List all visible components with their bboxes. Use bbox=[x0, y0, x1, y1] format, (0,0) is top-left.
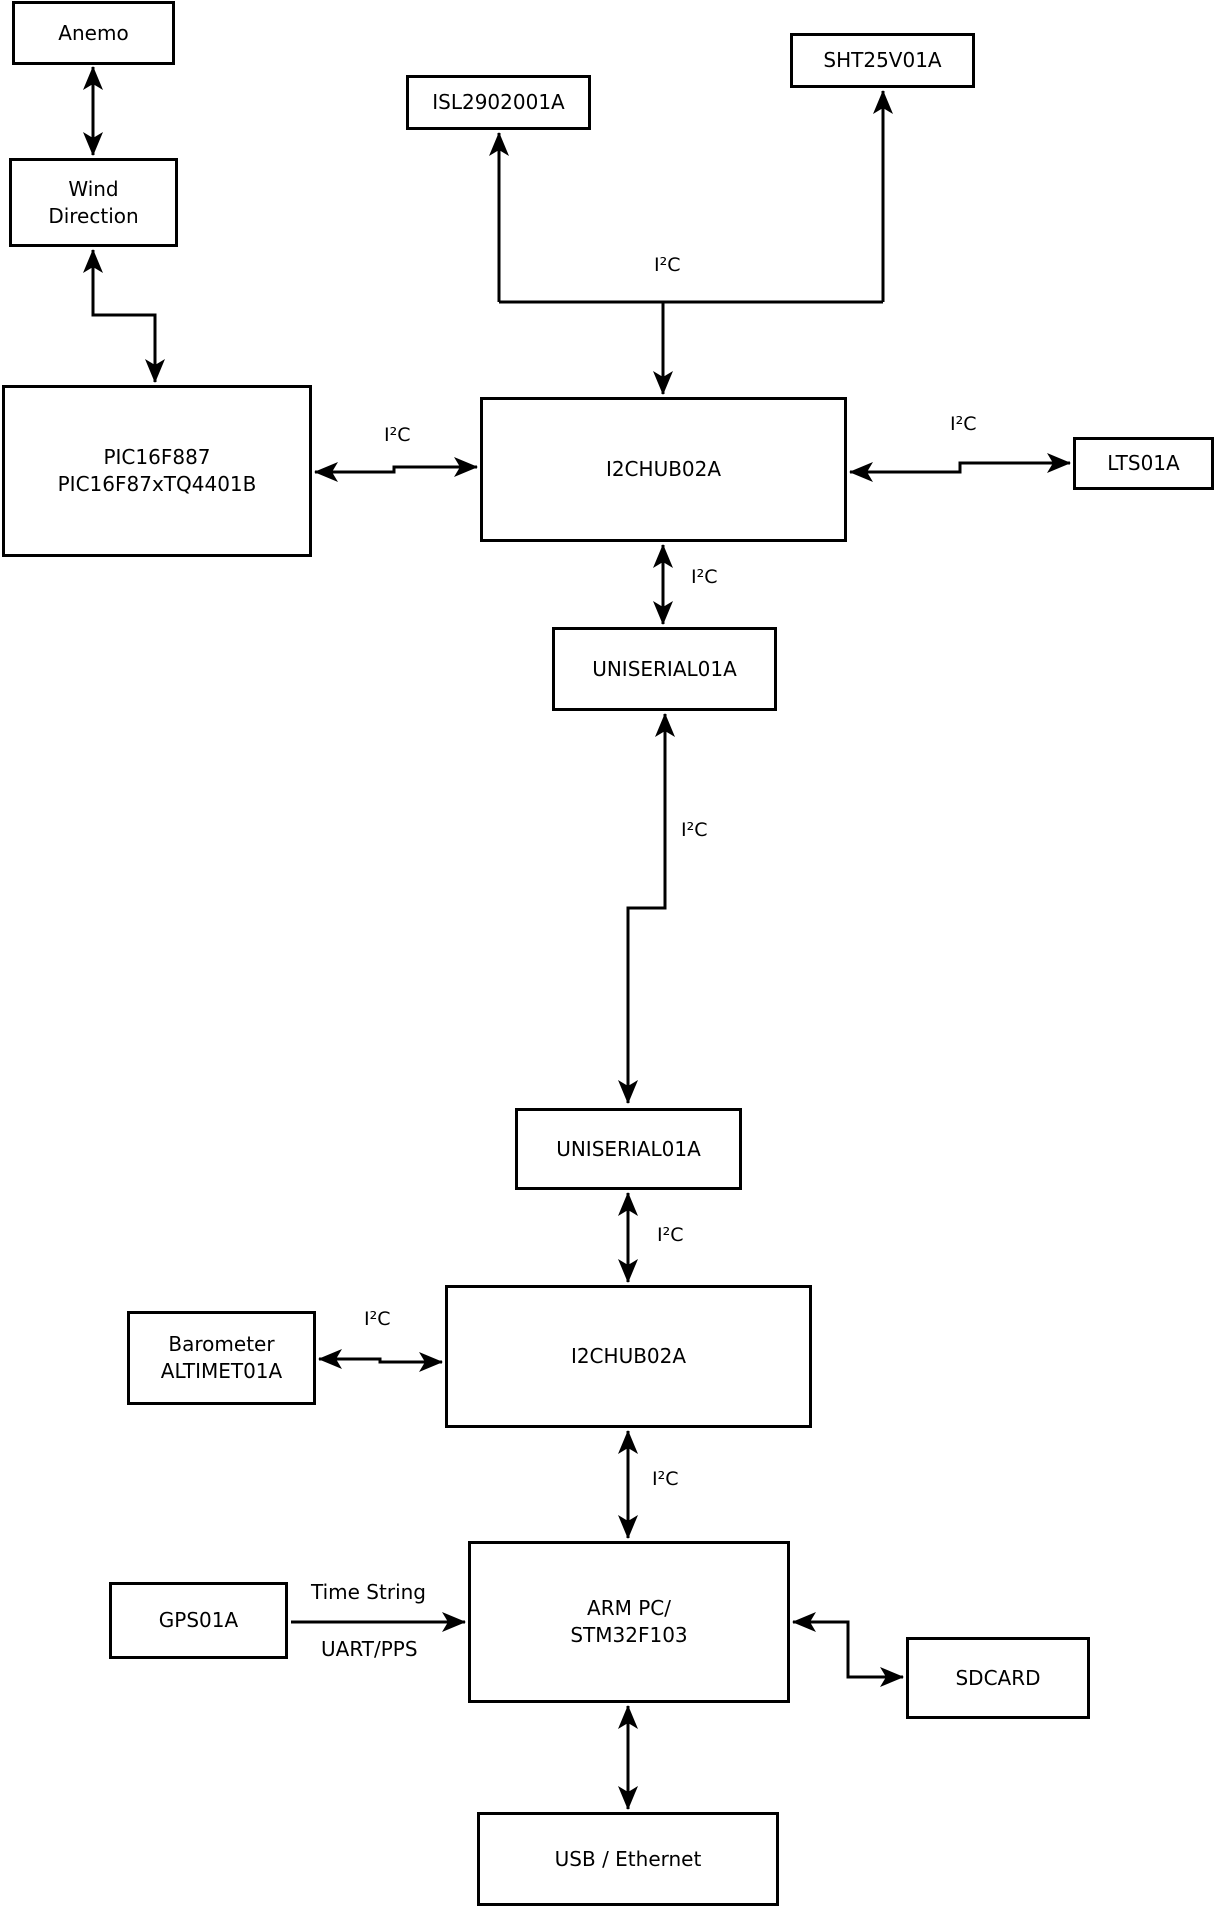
edge-wind-pic bbox=[83, 249, 165, 383]
node-i2chub02a-top-label: I2CHUB02A bbox=[605, 457, 722, 481]
node-barometer-label-line1: Barometer bbox=[168, 1332, 275, 1356]
node-gps01a: GPS01A bbox=[109, 1582, 288, 1659]
node-i2chub02a-bottom: I2CHUB02A bbox=[445, 1285, 812, 1428]
node-lts01a-label: LTS01A bbox=[1107, 451, 1180, 475]
edge-uniserial1-uniserial2 bbox=[618, 713, 675, 1104]
node-sht25v01a-label: SHT25V01A bbox=[823, 48, 942, 72]
edge-pic-hub1 bbox=[314, 457, 478, 482]
edge-barometer-hub2 bbox=[318, 1349, 443, 1372]
node-wind-direction-label-line1: Wind bbox=[68, 176, 119, 201]
node-pic16f887: PIC16F887 PIC16F87xTQ4401B bbox=[2, 385, 312, 557]
node-gps01a-label: GPS01A bbox=[158, 1608, 239, 1632]
node-barometer-label-line2: ALTIMET01A bbox=[160, 1359, 283, 1383]
edge-label-i2c-barometer-hub2: I²C bbox=[364, 1308, 391, 1330]
edge-label-time-string: Time String bbox=[311, 1580, 426, 1604]
node-anemo-label: Anemo bbox=[58, 20, 129, 45]
edge-label-uart-pps: UART/PPS bbox=[321, 1637, 418, 1661]
node-arm-pc-stm32f103: ARM PC/ STM32F103 bbox=[468, 1541, 790, 1703]
node-i2chub02a-bottom-label: I2CHUB02A bbox=[570, 1344, 687, 1368]
node-uniserial01a-top-label: UNISERIAL01A bbox=[592, 656, 737, 681]
edge-label-i2c-hub-uniserial: I²C bbox=[691, 566, 718, 588]
node-arm-label-line1: ARM PC/ bbox=[587, 1596, 671, 1620]
edge-label-i2c-uniserial-link: I²C bbox=[681, 819, 708, 841]
edge-arm-sdcard bbox=[792, 1612, 904, 1687]
edge-label-i2c-hub2-arm: I²C bbox=[652, 1468, 679, 1490]
node-uniserial01a-bottom-label: UNISERIAL01A bbox=[556, 1136, 701, 1161]
edge-hub1-lts bbox=[849, 453, 1071, 482]
node-lts01a: LTS01A bbox=[1073, 437, 1214, 490]
node-sdcard: SDCARD bbox=[906, 1637, 1090, 1719]
node-barometer-altimet01a: Barometer ALTIMET01A bbox=[127, 1311, 316, 1405]
node-pic16f887-label-line2: PIC16F87xTQ4401B bbox=[57, 472, 257, 496]
node-anemo: Anemo bbox=[12, 1, 175, 65]
node-wind-direction-label-line2: Direction bbox=[48, 203, 139, 228]
node-sht25v01a: SHT25V01A bbox=[790, 33, 975, 88]
node-isl2902001a-label: ISL2902001A bbox=[432, 90, 565, 114]
node-wind-direction: Wind Direction bbox=[9, 158, 178, 247]
node-sdcard-label: SDCARD bbox=[955, 1665, 1041, 1690]
node-isl2902001a: ISL2902001A bbox=[406, 75, 591, 130]
node-arm-label-line2: STM32F103 bbox=[570, 1623, 688, 1647]
node-uniserial01a-top: UNISERIAL01A bbox=[552, 627, 777, 711]
node-usb-ethernet: USB / Ethernet bbox=[477, 1812, 779, 1906]
edge-label-i2c-hub-lts: I²C bbox=[950, 413, 977, 435]
node-usb-ethernet-label: USB / Ethernet bbox=[554, 1846, 702, 1871]
node-uniserial01a-bottom: UNISERIAL01A bbox=[515, 1108, 742, 1190]
edge-label-i2c-sensors-junction: I²C bbox=[654, 254, 681, 276]
node-pic16f887-label-line1: PIC16F887 bbox=[103, 445, 211, 469]
edge-label-i2c-uniserial-hub2: I²C bbox=[657, 1224, 684, 1246]
edge-label-i2c-pic-hub: I²C bbox=[384, 424, 411, 446]
node-i2chub02a-top: I2CHUB02A bbox=[480, 397, 847, 542]
